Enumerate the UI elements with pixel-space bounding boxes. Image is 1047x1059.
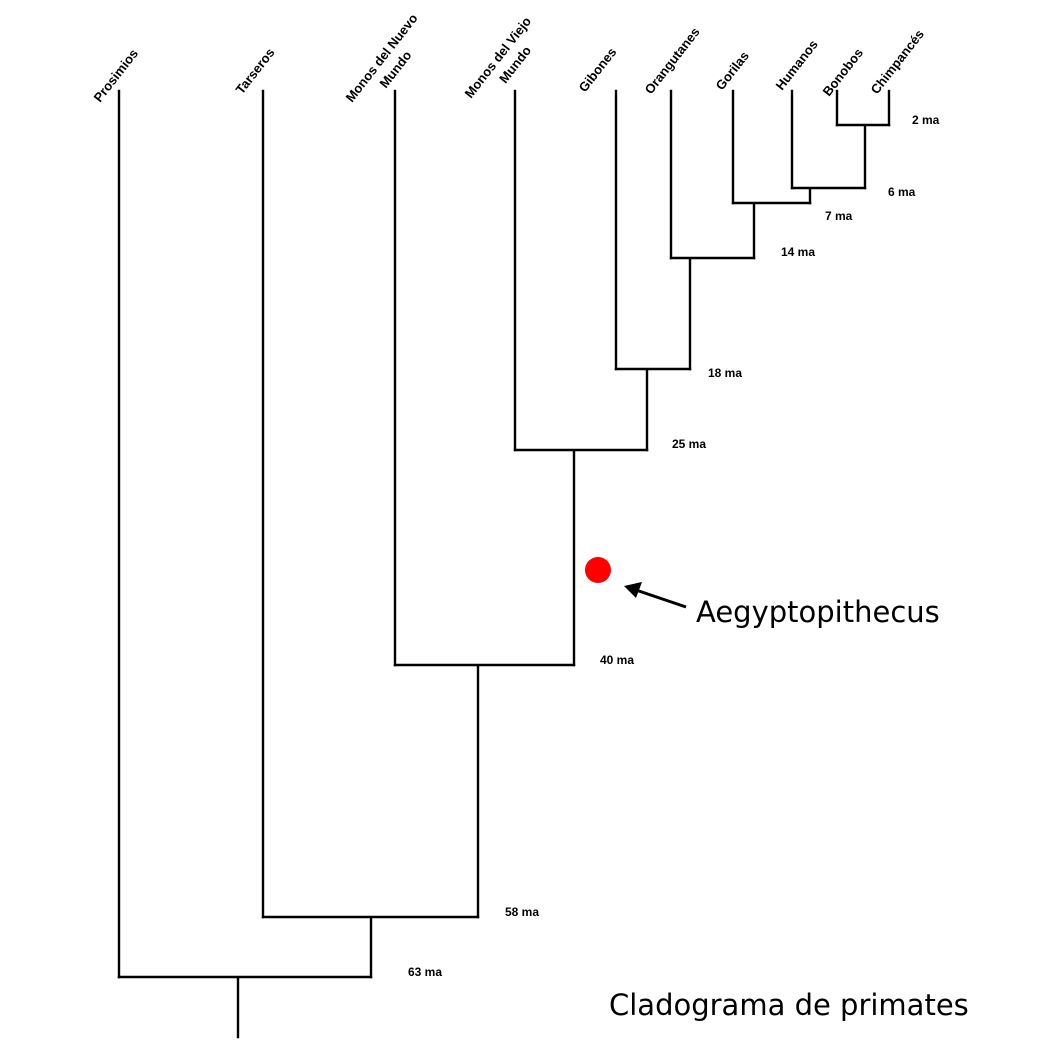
age-label-63ma: 63 ma	[408, 965, 442, 979]
taxon-label-humanos: Humanos	[773, 37, 821, 93]
node-58ma	[261, 915, 480, 979]
taxon-label-chimpances: Chimpancés	[868, 27, 927, 97]
age-label-6ma: 6 ma	[888, 185, 916, 199]
node-2ma	[835, 123, 891, 190]
node-25ma	[513, 448, 649, 667]
age-label-14ma: 14 ma	[781, 245, 815, 259]
age-label-40ma: 40 ma	[600, 653, 634, 667]
node-6ma	[790, 186, 867, 205]
divergence-labels: 2 ma 6 ma 7 ma 14 ma 18 ma 25 ma 40 ma 5…	[408, 113, 940, 979]
age-label-7ma: 7 ma	[825, 209, 853, 223]
taxon-label-prosimios: Prosimios	[91, 46, 142, 105]
callout-label: Aegyptopithecus	[696, 595, 940, 629]
taxon-label-orangutanes: Orangutanes	[642, 24, 703, 96]
callout-arrowhead-icon	[624, 582, 642, 598]
taxon-label-bonobos: Bonobos	[820, 45, 866, 99]
cladogram-branches	[117, 89, 891, 1039]
taxon-label-gibones: Gibones	[576, 45, 620, 95]
aegyptopithecus-callout: Aegyptopithecus	[585, 557, 940, 629]
node-7ma	[731, 201, 812, 260]
age-label-2ma: 2 ma	[912, 113, 940, 127]
node-63ma	[117, 975, 373, 1039]
node-14ma	[669, 256, 756, 371]
diagram-title: Cladograma de primates	[609, 988, 969, 1022]
node-40ma	[393, 663, 576, 919]
taxon-label-monos-viejo-mundo: Monos del ViejoMundo	[462, 14, 549, 112]
taxon-label-monos-nuevo-mundo: Monos del NuevoMundo	[343, 11, 435, 116]
fossil-marker-dot	[585, 557, 611, 583]
taxon-label-gorilas: Gorilas	[713, 48, 752, 93]
node-18ma	[614, 367, 692, 452]
age-label-58ma: 58 ma	[505, 905, 539, 919]
callout-arrow-icon	[629, 586, 687, 609]
taxon-label-tarseros: Tarseros	[233, 45, 278, 97]
taxon-labels: Prosimios Tarseros Monos del NuevoMundo …	[91, 11, 927, 116]
age-label-18ma: 18 ma	[708, 366, 742, 380]
age-label-25ma: 25 ma	[672, 437, 706, 451]
